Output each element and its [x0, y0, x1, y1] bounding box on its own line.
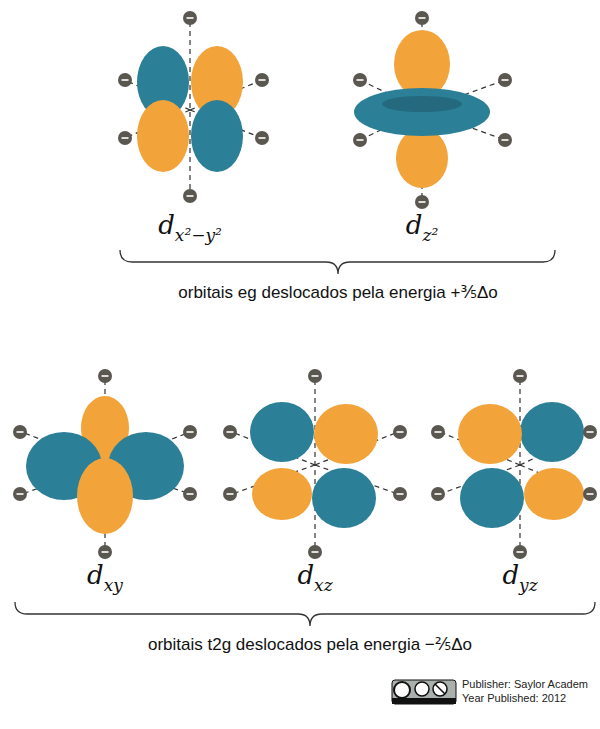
ligand	[498, 73, 512, 87]
axis-lines	[22, 380, 190, 550]
group-caption: orbitais t2g deslocados pela energia −⅖Δ…	[148, 634, 472, 655]
badge-frame	[392, 680, 456, 704]
axis-line	[189, 22, 190, 196]
ligand	[223, 425, 237, 439]
ligand	[353, 73, 367, 87]
ligand	[583, 425, 597, 439]
orange-lobe	[77, 458, 133, 534]
teal-lobe	[520, 402, 584, 462]
dxy-orbital	[13, 369, 197, 559]
axis-lines	[232, 380, 398, 550]
ligand	[393, 487, 407, 501]
teal-lobe	[250, 402, 314, 462]
ligand	[118, 73, 132, 87]
ligand	[513, 545, 527, 559]
ligand	[255, 131, 269, 145]
orange-lobe	[394, 30, 450, 98]
ligand	[13, 425, 27, 439]
ligand	[513, 369, 527, 383]
ligand	[98, 545, 112, 559]
badge-icon	[415, 682, 429, 696]
torus-shade	[382, 96, 462, 112]
ligand	[415, 11, 429, 25]
ligand	[183, 11, 197, 25]
ligand	[13, 487, 27, 501]
teal-lobe	[460, 468, 524, 528]
orange-lobe	[314, 404, 378, 464]
ligand	[183, 425, 197, 439]
axis-lines	[440, 380, 590, 550]
orange-lobe	[524, 468, 584, 520]
orange-lobe	[396, 128, 448, 188]
ligand	[583, 487, 597, 501]
ligand	[431, 487, 445, 501]
ligand	[431, 425, 445, 439]
publisher-note: Year Published: 2012	[462, 692, 566, 704]
orange-lobe	[137, 100, 189, 172]
ligand	[183, 189, 197, 203]
badge-icon	[435, 684, 445, 694]
teal-lobe	[191, 100, 243, 172]
dyz-orbital	[431, 369, 597, 559]
axis-lines	[125, 22, 262, 196]
dx2-y2-orbital	[118, 11, 269, 203]
bracket	[120, 250, 555, 274]
ligand	[415, 195, 429, 209]
ligand	[255, 73, 269, 87]
orbital-label: dxz	[297, 560, 332, 590]
ligand	[98, 369, 112, 383]
ligand	[183, 487, 197, 501]
bracket	[15, 602, 595, 626]
orbital-label: dx²−y²	[158, 210, 222, 240]
ligand	[308, 369, 322, 383]
group-caption: orbitais eg deslocados pela energia +⅗Δo	[178, 282, 497, 303]
orbital-label: dxy	[87, 560, 123, 590]
ligand	[308, 545, 322, 559]
ligand	[353, 133, 367, 147]
cc-license-badge	[392, 680, 456, 704]
ligand	[393, 425, 407, 439]
publisher-note: Publisher: Saylor Academ	[462, 678, 588, 690]
badge-icon	[433, 682, 447, 696]
ligand	[498, 133, 512, 147]
ligand	[118, 131, 132, 145]
orbital-label: dz²	[406, 210, 438, 240]
teal-lobe	[312, 468, 376, 528]
ligand	[223, 487, 237, 501]
orange-lobe	[252, 468, 312, 520]
badge-icon	[394, 682, 410, 698]
teal-torus	[354, 88, 490, 136]
dxz-orbital	[223, 369, 407, 559]
orange-lobe	[458, 404, 522, 464]
orbital-label: dyz	[502, 560, 537, 590]
dz2-orbital	[353, 11, 512, 209]
